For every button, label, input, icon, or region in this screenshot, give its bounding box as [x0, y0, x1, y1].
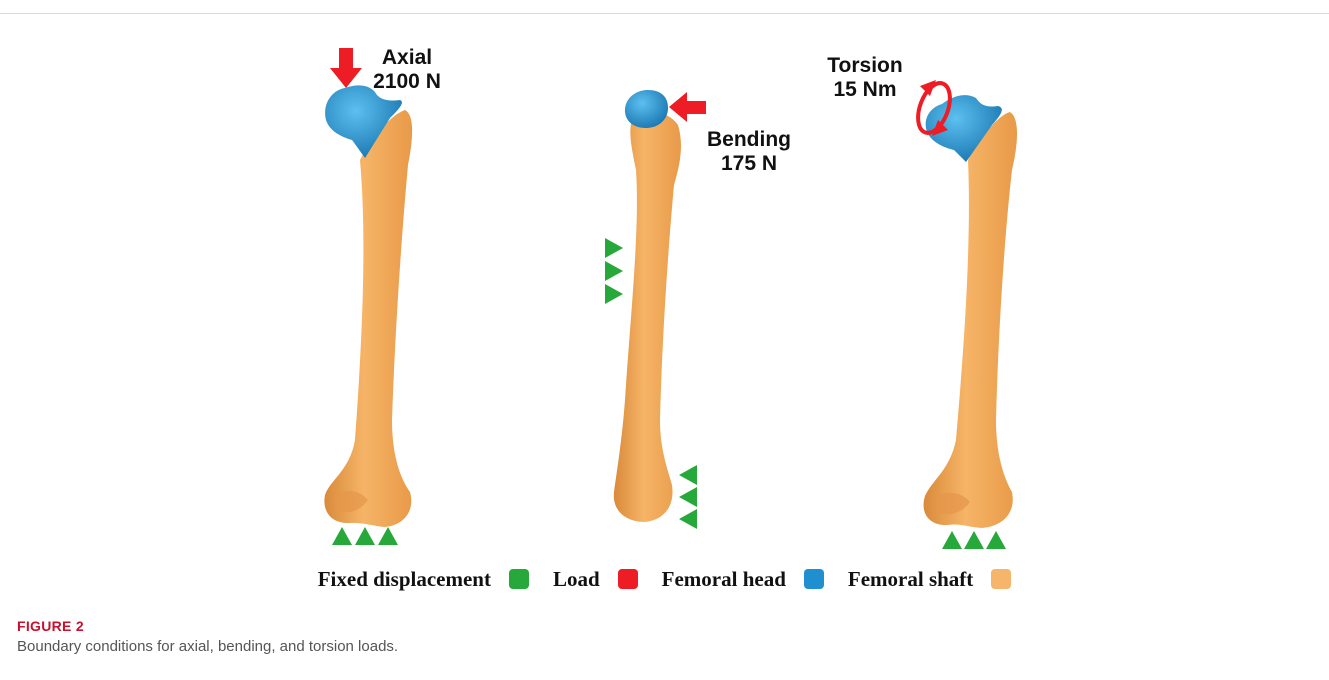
fixed-supports-bending-shaft [605, 238, 623, 304]
legend-label: Femoral shaft [848, 567, 973, 592]
bending-load-value: 175 N [694, 152, 804, 176]
legend-swatch-orange [991, 569, 1011, 589]
legend-item-femoral-shaft: Femoral shaft [848, 567, 1011, 592]
figure-caption-title: FIGURE 2 [17, 618, 84, 634]
figure-caption-text: Boundary conditions for axial, bending, … [17, 638, 398, 655]
torsion-load-type: Torsion [817, 54, 913, 78]
legend-item-fixed-displacement: Fixed displacement [318, 567, 529, 592]
femur-torsion [912, 79, 1017, 549]
axial-load-type: Axial [372, 46, 442, 70]
fixed-supports-torsion [942, 531, 1006, 549]
support-triangle [679, 509, 697, 529]
bending-load-type: Bending [694, 128, 804, 152]
axial-load-value: 2100 N [372, 70, 442, 94]
fixed-supports-axial [332, 527, 398, 545]
femoral-shaft-torsion [924, 112, 1017, 528]
support-triangle [332, 527, 352, 545]
support-triangle [964, 531, 984, 549]
bending-load-arrow [669, 92, 706, 122]
legend-swatch-red [618, 569, 638, 589]
legend-item-load: Load [553, 567, 638, 592]
torsion-load-value: 15 Nm [817, 78, 913, 102]
torsion-arrowhead-top [920, 80, 936, 96]
support-triangle [942, 531, 962, 549]
legend-label: Fixed displacement [318, 567, 491, 592]
bending-load-label: Bending 175 N [694, 128, 804, 176]
femoral-shaft-axial [324, 110, 412, 527]
legend-swatch-blue [804, 569, 824, 589]
support-triangle [605, 261, 623, 281]
axial-load-arrow [330, 48, 362, 88]
fixed-supports-bending-condyle [679, 465, 697, 529]
axial-load-label: Axial 2100 N [372, 46, 442, 94]
support-triangle [679, 487, 697, 507]
support-triangle [378, 527, 398, 545]
femoral-head-bending [625, 90, 668, 128]
legend-label: Femoral head [662, 567, 786, 592]
femoral-shaft-bending [614, 112, 681, 522]
support-triangle [605, 238, 623, 258]
support-triangle [986, 531, 1006, 549]
support-triangle [355, 527, 375, 545]
legend-label: Load [553, 567, 600, 592]
femur-boundary-conditions-diagram [0, 0, 1329, 560]
legend-swatch-green [509, 569, 529, 589]
legend: Fixed displacement Load Femoral head Fem… [0, 562, 1329, 596]
torsion-load-label: Torsion 15 Nm [817, 54, 913, 102]
support-triangle [679, 465, 697, 485]
femur-bending [605, 90, 706, 529]
femur-axial [324, 48, 412, 545]
support-triangle [605, 284, 623, 304]
legend-item-femoral-head: Femoral head [662, 567, 824, 592]
